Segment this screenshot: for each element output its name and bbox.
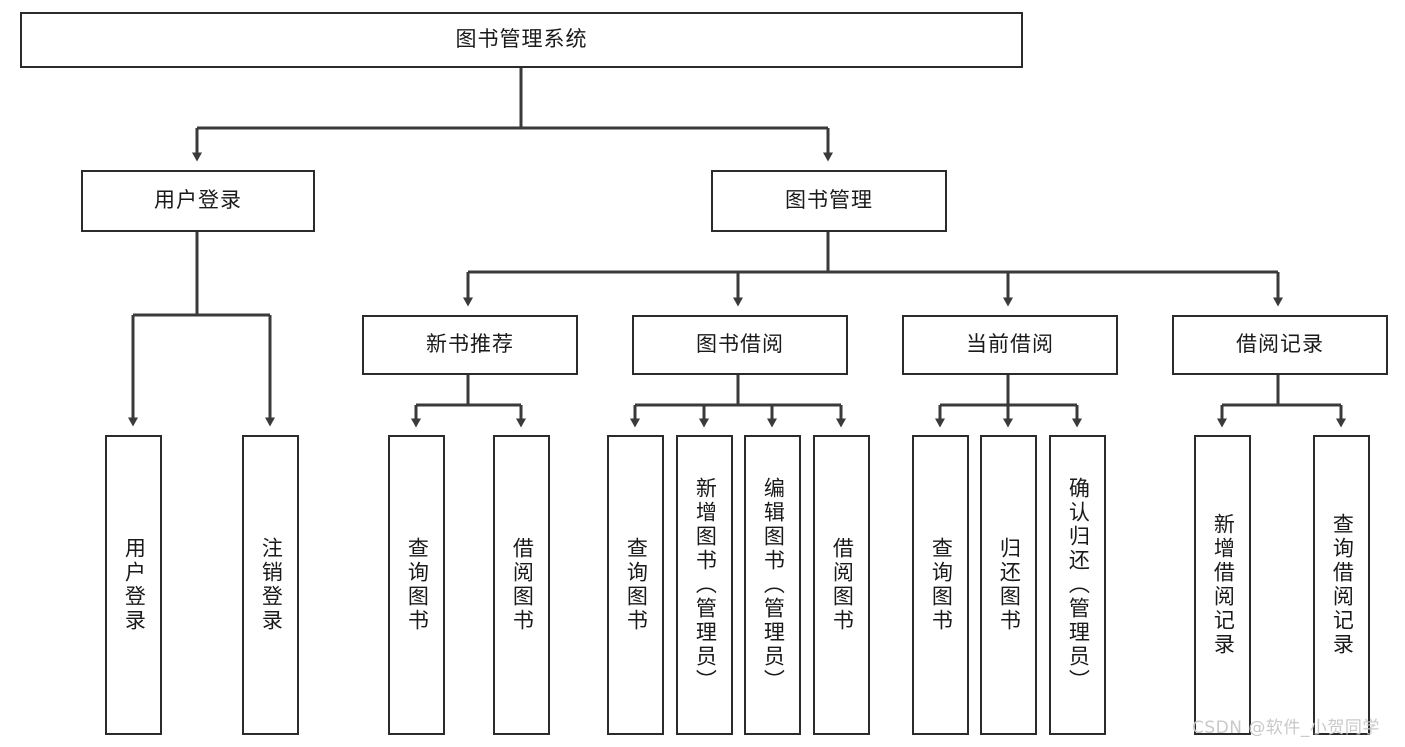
leaf-logout[interactable]: 注销登录 bbox=[242, 435, 299, 735]
node-borrow-record[interactable]: 借阅记录 bbox=[1172, 315, 1388, 375]
connector-group-book-management bbox=[463, 232, 1283, 307]
connector-group-borrow-record bbox=[1217, 375, 1346, 428]
leaf-query-book-3-label: 查询图书 bbox=[929, 537, 954, 633]
leaf-confirm-return-admin-label: 确认归还（管理员） bbox=[1066, 477, 1091, 693]
watermark: CSDN @软件_小贺同学 bbox=[1192, 718, 1380, 738]
leaf-query-borrow-record[interactable]: 查询借阅记录 bbox=[1313, 435, 1370, 735]
node-book-management[interactable]: 图书管理 bbox=[711, 170, 947, 232]
leaf-logout-label: 注销登录 bbox=[259, 537, 284, 633]
leaf-borrow-book-2-label: 借阅图书 bbox=[830, 537, 855, 633]
node-new-book-recommend[interactable]: 新书推荐 bbox=[362, 315, 578, 375]
node-borrow-record-label: 借阅记录 bbox=[1236, 332, 1324, 357]
leaf-edit-book-admin-label: 编辑图书（管理员） bbox=[761, 477, 786, 693]
leaf-query-book-1-label: 查询图书 bbox=[405, 537, 430, 633]
root-node-label: 图书管理系统 bbox=[455, 27, 588, 52]
node-current-borrow-label: 当前借阅 bbox=[966, 332, 1054, 357]
node-book-borrow-label: 图书借阅 bbox=[696, 332, 784, 357]
node-new-book-recommend-label: 新书推荐 bbox=[426, 332, 514, 357]
connector-group-user-login bbox=[128, 232, 275, 427]
leaf-add-book-admin[interactable]: 新增图书（管理员） bbox=[676, 435, 733, 735]
connector-group-current-borrow bbox=[935, 375, 1082, 428]
leaf-add-book-admin-label: 新增图书（管理员） bbox=[693, 477, 718, 693]
leaf-user-login[interactable]: 用户登录 bbox=[105, 435, 162, 735]
leaf-query-book-3[interactable]: 查询图书 bbox=[912, 435, 969, 735]
leaf-add-borrow-record[interactable]: 新增借阅记录 bbox=[1194, 435, 1251, 735]
leaf-confirm-return-admin[interactable]: 确认归还（管理员） bbox=[1049, 435, 1106, 735]
leaf-return-book[interactable]: 归还图书 bbox=[980, 435, 1037, 735]
node-user-login-label: 用户登录 bbox=[154, 188, 242, 213]
leaf-return-book-label: 归还图书 bbox=[997, 537, 1022, 633]
node-current-borrow[interactable]: 当前借阅 bbox=[902, 315, 1118, 375]
leaf-query-book-2-label: 查询图书 bbox=[624, 537, 649, 633]
connector-group-new-book-recommend bbox=[411, 375, 526, 428]
leaf-add-borrow-record-label: 新增借阅记录 bbox=[1211, 513, 1236, 657]
leaf-edit-book-admin[interactable]: 编辑图书（管理员） bbox=[744, 435, 801, 735]
leaf-borrow-book-1-label: 借阅图书 bbox=[510, 537, 535, 633]
leaf-query-book-2[interactable]: 查询图书 bbox=[607, 435, 664, 735]
node-book-management-label: 图书管理 bbox=[785, 188, 873, 213]
root-node[interactable]: 图书管理系统 bbox=[20, 12, 1023, 68]
node-user-login[interactable]: 用户登录 bbox=[81, 170, 315, 232]
node-book-borrow[interactable]: 图书借阅 bbox=[632, 315, 848, 375]
leaf-borrow-book-1[interactable]: 借阅图书 bbox=[493, 435, 550, 735]
leaf-user-login-label: 用户登录 bbox=[122, 537, 147, 633]
connector-group-book-borrow bbox=[630, 375, 846, 428]
leaf-borrow-book-2[interactable]: 借阅图书 bbox=[813, 435, 870, 735]
leaf-query-borrow-record-label: 查询借阅记录 bbox=[1330, 513, 1355, 657]
leaf-query-book-1[interactable]: 查询图书 bbox=[388, 435, 445, 735]
connector-group-root bbox=[192, 68, 833, 162]
